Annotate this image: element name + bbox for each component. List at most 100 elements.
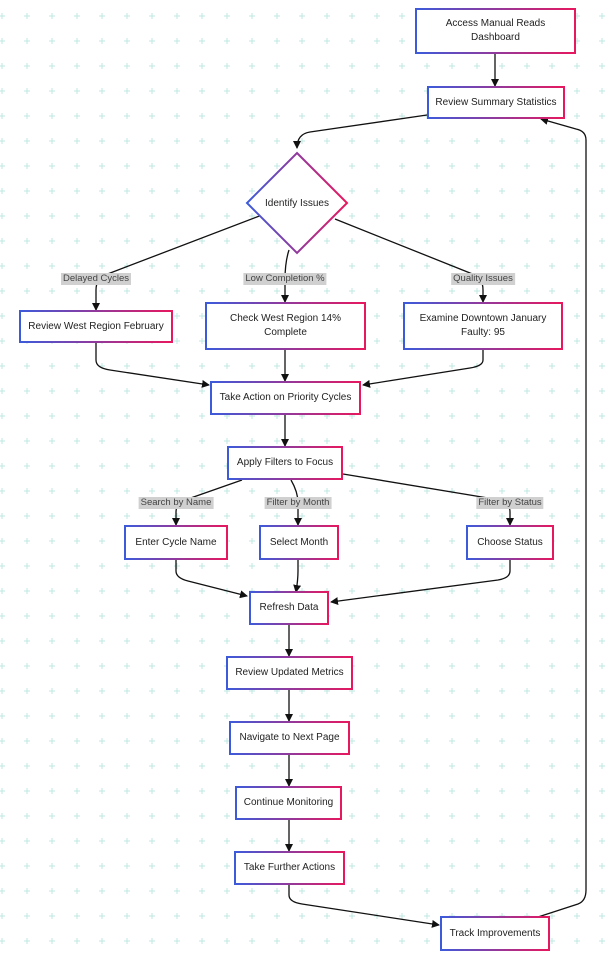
node-refresh-data[interactable]: Refresh Data — [249, 591, 329, 625]
grid-plus — [599, 138, 605, 144]
grid-plus — [374, 138, 380, 144]
grid-plus — [174, 63, 180, 69]
grid-plus — [24, 388, 30, 394]
grid-plus — [599, 213, 605, 219]
grid-plus — [324, 638, 330, 644]
grid-plus — [49, 288, 55, 294]
edge-label-delayed-cycles: Delayed Cycles — [61, 273, 131, 285]
grid-plus — [599, 663, 605, 669]
grid-plus — [249, 888, 255, 894]
grid-plus — [99, 338, 105, 344]
grid-plus — [399, 413, 405, 419]
grid-plus — [324, 713, 330, 719]
grid-plus — [99, 88, 105, 94]
grid-plus — [374, 388, 380, 394]
grid-plus — [149, 338, 155, 344]
grid-plus — [99, 488, 105, 494]
node-review-summary[interactable]: Review Summary Statistics — [427, 86, 565, 119]
node-identify-issues[interactable]: Identify Issues — [245, 151, 349, 255]
grid-plus — [549, 188, 555, 194]
grid-plus — [549, 813, 555, 819]
node-track-improvements[interactable]: Track Improvements — [440, 916, 550, 951]
node-select-month[interactable]: Select Month — [259, 525, 339, 560]
grid-plus — [374, 488, 380, 494]
grid-plus — [224, 888, 230, 894]
grid-plus — [574, 413, 580, 419]
grid-plus — [99, 63, 105, 69]
grid-plus — [199, 713, 205, 719]
grid-plus — [374, 688, 380, 694]
grid-plus — [49, 188, 55, 194]
node-examine-downtown[interactable]: Examine Downtown January Faulty: 95 — [403, 302, 563, 350]
grid-plus — [374, 888, 380, 894]
grid-plus — [24, 513, 30, 519]
grid-plus — [0, 763, 5, 769]
grid-plus — [0, 913, 5, 919]
grid-plus — [549, 388, 555, 394]
grid-plus — [549, 163, 555, 169]
grid-plus — [124, 763, 130, 769]
grid-plus — [199, 513, 205, 519]
grid-plus — [149, 38, 155, 44]
grid-plus — [474, 438, 480, 444]
grid-plus — [449, 513, 455, 519]
node-apply-filters[interactable]: Apply Filters to Focus — [227, 446, 343, 480]
edge-label-filter-by-status: Filter by Status — [476, 497, 544, 509]
grid-plus — [449, 213, 455, 219]
node-navigate-next-page[interactable]: Navigate to Next Page — [229, 721, 350, 755]
grid-plus — [74, 213, 80, 219]
grid-plus — [99, 763, 105, 769]
grid-plus — [324, 138, 330, 144]
grid-plus — [74, 413, 80, 419]
grid-plus — [299, 563, 305, 569]
node-access-dashboard[interactable]: Access Manual Reads Dashboard — [415, 8, 576, 54]
grid-plus — [24, 488, 30, 494]
grid-plus — [524, 488, 530, 494]
grid-plus — [599, 638, 605, 644]
grid-plus — [149, 438, 155, 444]
grid-plus — [324, 163, 330, 169]
grid-plus — [324, 513, 330, 519]
grid-plus — [599, 63, 605, 69]
node-take-action[interactable]: Take Action on Priority Cycles — [210, 381, 361, 415]
node-enter-cycle-name[interactable]: Enter Cycle Name — [124, 525, 228, 560]
node-review-updated-metrics[interactable]: Review Updated Metrics — [226, 656, 353, 690]
grid-plus — [74, 288, 80, 294]
grid-plus — [574, 113, 580, 119]
grid-plus — [174, 813, 180, 819]
node-continue-monitoring[interactable]: Continue Monitoring — [235, 786, 342, 820]
grid-plus — [224, 213, 230, 219]
grid-plus — [249, 763, 255, 769]
grid-plus — [199, 88, 205, 94]
grid-plus — [124, 663, 130, 669]
grid-plus — [574, 213, 580, 219]
grid-plus — [24, 838, 30, 844]
grid-plus — [324, 838, 330, 844]
edge-status-refresh — [330, 560, 511, 606]
grid-plus — [99, 788, 105, 794]
grid-plus — [249, 213, 255, 219]
node-check-west-completion[interactable]: Check West Region 14% Complete — [205, 302, 366, 350]
grid-plus — [399, 513, 405, 519]
node-choose-status[interactable]: Choose Status — [466, 525, 554, 560]
grid-plus — [24, 213, 30, 219]
grid-plus — [124, 563, 130, 569]
grid-plus — [174, 238, 180, 244]
node-review-west-february[interactable]: Review West Region February — [19, 310, 173, 343]
grid-plus — [349, 788, 355, 794]
grid-plus — [24, 788, 30, 794]
grid-plus — [499, 213, 505, 219]
grid-plus — [249, 938, 255, 944]
node-label: Select Month — [269, 536, 329, 548]
grid-plus — [224, 713, 230, 719]
grid-plus — [74, 38, 80, 44]
grid-plus — [599, 338, 605, 344]
grid-plus — [49, 163, 55, 169]
grid-plus — [49, 863, 55, 869]
grid-plus — [599, 838, 605, 844]
grid-plus — [124, 138, 130, 144]
node-take-further-actions[interactable]: Take Further Actions — [234, 851, 345, 885]
grid-plus — [524, 438, 530, 444]
grid-plus — [74, 838, 80, 844]
grid-plus — [449, 538, 455, 544]
